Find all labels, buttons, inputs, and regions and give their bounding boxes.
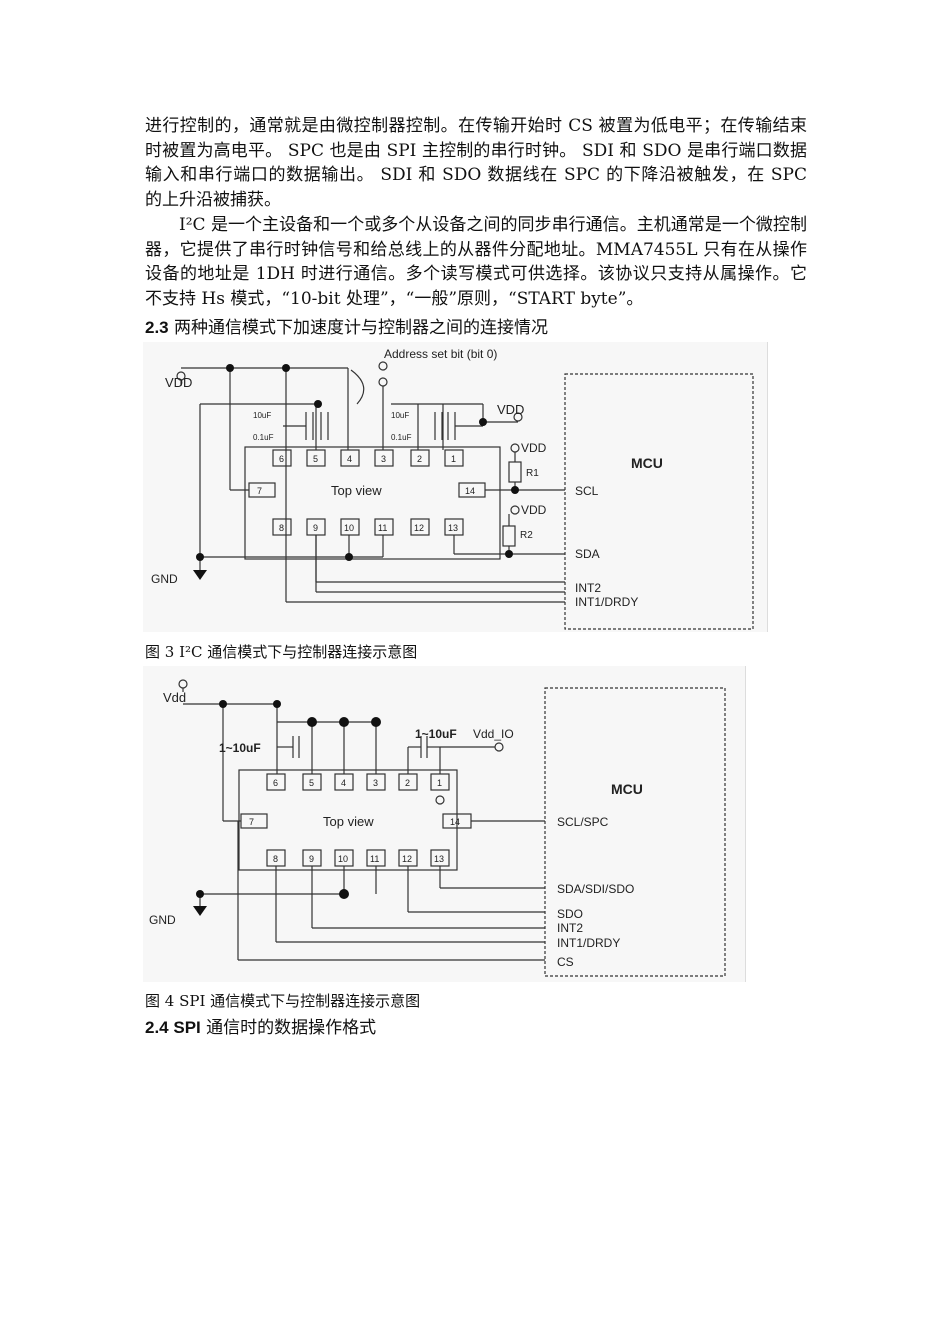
mcu-label: MCU [631, 455, 663, 471]
cap-01uf-2: 0.1uF [391, 433, 412, 442]
address-bit-label: Address set bit (bit 0) [384, 347, 497, 361]
pin-label: 2 [417, 454, 422, 464]
pin-label: 5 [309, 778, 314, 788]
cs-label: CS [557, 955, 574, 969]
r2-label: R2 [520, 530, 533, 541]
chip-body [238, 769, 458, 871]
pin-label: 8 [273, 854, 278, 864]
scl-label: SCL [575, 484, 599, 498]
pin-label: 2 [405, 778, 410, 788]
cap-right-label: 1~10uF [415, 727, 457, 741]
pin-label: 8 [279, 523, 284, 533]
vdd-left-label: VDD [165, 375, 192, 390]
int2-label: INT2 [557, 921, 583, 935]
int1-label: INT1/DRDY [557, 936, 620, 950]
pin-label: 3 [373, 778, 378, 788]
vdd-r2-label: VDD [521, 503, 547, 517]
cap-left-label: 1~10uF [219, 741, 261, 755]
figure-4-spi-diagram: Vdd GND 1~10uF 1~10uF Vdd_IO Top view MC… [143, 666, 746, 982]
section-number: 2.3 [145, 318, 169, 337]
pin-label: 9 [309, 854, 314, 864]
int2-label: INT2 [575, 581, 601, 595]
paragraph-2: I²C 是一个主设备和一个或多个从设备之间的同步串行通信。主机通常是一个微控制器… [145, 215, 807, 309]
pin-label: 14 [450, 817, 460, 827]
pin-label: 12 [414, 523, 424, 533]
pin-label: 9 [313, 523, 318, 533]
cap-01uf-1: 0.1uF [253, 433, 274, 442]
sdo-label: SDO [557, 907, 583, 921]
top-view-label: Top view [323, 814, 374, 829]
i2c-circuit-svg: VDD GND Address set bit (bit 0) 10uF 0.1… [151, 347, 754, 630]
gnd-label: GND [151, 572, 178, 586]
spi-circuit-svg: Vdd GND 1~10uF 1~10uF Vdd_IO Top view MC… [149, 679, 726, 977]
pin-label: 5 [313, 454, 318, 464]
pin-label: 4 [347, 454, 352, 464]
gnd-label: GND [149, 913, 176, 927]
cap-10uf-2: 10uF [391, 411, 409, 420]
pin-label: 7 [257, 486, 262, 496]
vdd-right-label: VDD [497, 402, 524, 417]
sda-label: SDA [575, 547, 600, 561]
pin-label: 12 [402, 854, 412, 864]
pin-label: 7 [249, 817, 254, 827]
pin-label: 6 [279, 454, 284, 464]
section-title: 通信时的数据操作格式 [206, 1018, 377, 1038]
int1-label: INT1/DRDY [575, 595, 638, 609]
section-heading-2-4: 2.4 SPI 通信时的数据操作格式 [145, 1013, 376, 1038]
pin-label: 11 [370, 854, 379, 864]
vdd-label: Vdd [163, 690, 186, 705]
figure-3-caption: 图 3 I²C 通信模式下与控制器连接示意图 [145, 643, 418, 661]
pin-label: 13 [448, 523, 458, 533]
pin-label: 11 [378, 523, 387, 533]
figure-3-i2c-diagram: VDD GND Address set bit (bit 0) 10uF 0.1… [143, 342, 768, 632]
pin-label: 4 [341, 778, 346, 788]
sda-sdi-sdo-label: SDA/SDI/SDO [557, 882, 634, 896]
section-heading-2-3: 2.3 两种通信模式下加速度计与控制器之间的连接情况 [145, 313, 548, 338]
pin-label: 10 [344, 523, 354, 533]
section-title: 两种通信模式下加速度计与控制器之间的连接情况 [174, 318, 549, 338]
vdd-r1-label: VDD [521, 441, 547, 455]
chip-body [244, 446, 501, 560]
pin-label: 1 [437, 778, 442, 788]
vdd-io-label: Vdd_IO [473, 727, 514, 741]
section-number: 2.4 SPI [145, 1018, 201, 1037]
pin-label: 1 [451, 454, 456, 464]
top-view-label: Top view [331, 483, 382, 498]
paragraph-1: 进行控制的，通常就是由微控制器控制。在传输开始时 CS 被置为低电平；在传输结束… [145, 116, 807, 210]
r1-label: R1 [526, 468, 539, 479]
pin-label: 6 [273, 778, 278, 788]
pin-label: 3 [381, 454, 386, 464]
figure-4-caption: 图 4 SPI 通信模式下与控制器连接示意图 [145, 992, 421, 1010]
pin-label: 14 [465, 486, 475, 496]
pin-label: 10 [338, 854, 348, 864]
scl-spc-label: SCL/SPC [557, 815, 609, 829]
mcu-label: MCU [611, 781, 643, 797]
cap-10uf-1: 10uF [253, 411, 271, 420]
pin-label: 13 [434, 854, 444, 864]
